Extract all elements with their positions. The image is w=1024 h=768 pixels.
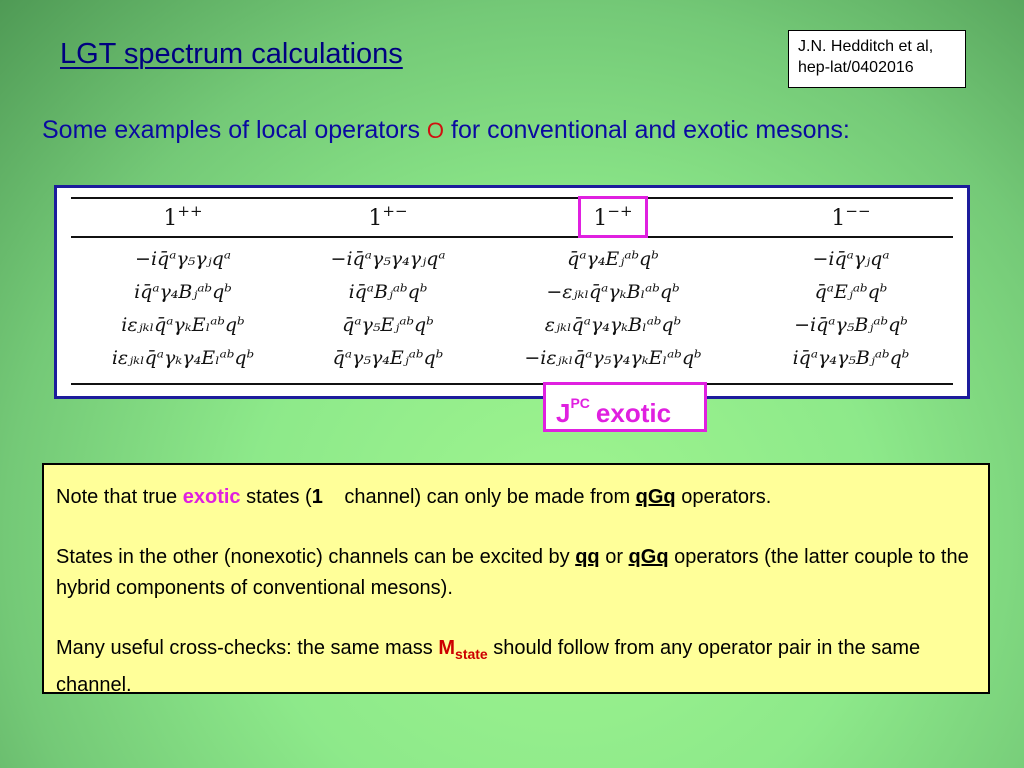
note-paragraph-3: Many useful cross-checks: the same mass …	[56, 637, 921, 696]
column-1pm: −iq̄ᵃγ₅γ₄γⱼqᵃ iq̄ᵃBⱼᵃᵇqᵇ q̄ᵃγ₅Eⱼᵃᵇqᵇ q̄ᵃ…	[331, 243, 446, 375]
operator-cell: −εⱼₖₗq̄ᵃγₖBₗᵃᵇqᵇ	[546, 281, 680, 303]
header-1pm: 1+−	[368, 202, 408, 231]
header-1mm: 1−−	[831, 202, 871, 231]
operator-symbol: O	[426, 118, 445, 143]
subtitle-text-1: Some examples of local operators	[42, 116, 427, 144]
operator-cell: εⱼₖₗq̄ᵃγ₄γₖBₗᵃᵇqᵇ	[544, 314, 682, 336]
operator-cell: iq̄ᵃBⱼᵃᵇqᵇ	[348, 281, 428, 303]
operator-cell: iq̄ᵃγ₄Bⱼᵃᵇqᵇ	[134, 281, 232, 303]
operator-cell: iεⱼₖₗq̄ᵃγₖγ₄Eₗᵃᵇqᵇ	[111, 347, 255, 369]
operator-cell: iq̄ᵃγ₄γ₅Bⱼᵃᵇqᵇ	[792, 347, 910, 369]
subtitle: Some examples of local operators O for c…	[42, 116, 850, 145]
operator-cell: −iq̄ᵃγ₅Bⱼᵃᵇqᵇ	[794, 314, 908, 336]
reference-authors: J.N. Hedditch et al,	[798, 38, 934, 55]
note-box: Note that true exotic states (1 channel)…	[42, 463, 990, 696]
column-1pp: −iq̄ᵃγ₅γⱼqᵃ iq̄ᵃγ₄Bⱼᵃᵇqᵇ iεⱼₖₗq̄ᵃγₖEₗᵃᵇq…	[112, 243, 254, 375]
slide-title: LGT spectrum calculations	[60, 38, 403, 70]
operator-table	[54, 185, 970, 399]
note-paragraph-1: Note that true exotic states (1 channel)…	[56, 486, 772, 508]
operator-cell: −iq̄ᵃγⱼqᵃ	[812, 248, 890, 270]
column-1mm: −iq̄ᵃγⱼqᵃ q̄ᵃEⱼᵃᵇqᵇ −iq̄ᵃγ₅Bⱼᵃᵇqᵇ iq̄ᵃγ₄…	[793, 243, 910, 375]
header-1mp: 1−+	[593, 202, 633, 231]
operator-cell: −iq̄ᵃγ₅γ₄γⱼqᵃ	[330, 248, 446, 270]
table-rule-header	[71, 236, 953, 238]
table-rule-top	[71, 197, 953, 199]
note-paragraph-2: States in the other (nonexotic) channels…	[56, 546, 969, 599]
subtitle-text-2: for conventional and exotic mesons:	[444, 116, 850, 144]
operator-cell: iεⱼₖₗq̄ᵃγₖEₗᵃᵇqᵇ	[121, 314, 245, 336]
header-1pp: 1++	[163, 202, 203, 231]
reference-box: J.N. Hedditch et al, hep-lat/0402016	[788, 30, 966, 88]
table-rule-bottom	[71, 383, 953, 385]
reference-arxiv: hep-lat/0402016	[798, 59, 914, 76]
column-1mp: q̄ᵃγ₄Eⱼᵃᵇqᵇ −εⱼₖₗq̄ᵃγₖBₗᵃᵇqᵇ εⱼₖₗq̄ᵃγ₄γₖ…	[524, 243, 701, 375]
operator-cell: q̄ᵃγ₅Eⱼᵃᵇqᵇ	[342, 314, 434, 336]
operator-cell: −iεⱼₖₗq̄ᵃγ₅γ₄γₖEₗᵃᵇqᵇ	[524, 347, 702, 369]
operator-cell: q̄ᵃEⱼᵃᵇqᵇ	[814, 281, 888, 303]
operator-cell: −iq̄ᵃγ₅γⱼqᵃ	[135, 248, 231, 270]
exotic-highlight-box	[578, 196, 648, 238]
operator-cell: q̄ᵃγ₅γ₄Eⱼᵃᵇqᵇ	[332, 347, 444, 369]
operator-cell: q̄ᵃγ₄Eⱼᵃᵇqᵇ	[567, 248, 659, 270]
